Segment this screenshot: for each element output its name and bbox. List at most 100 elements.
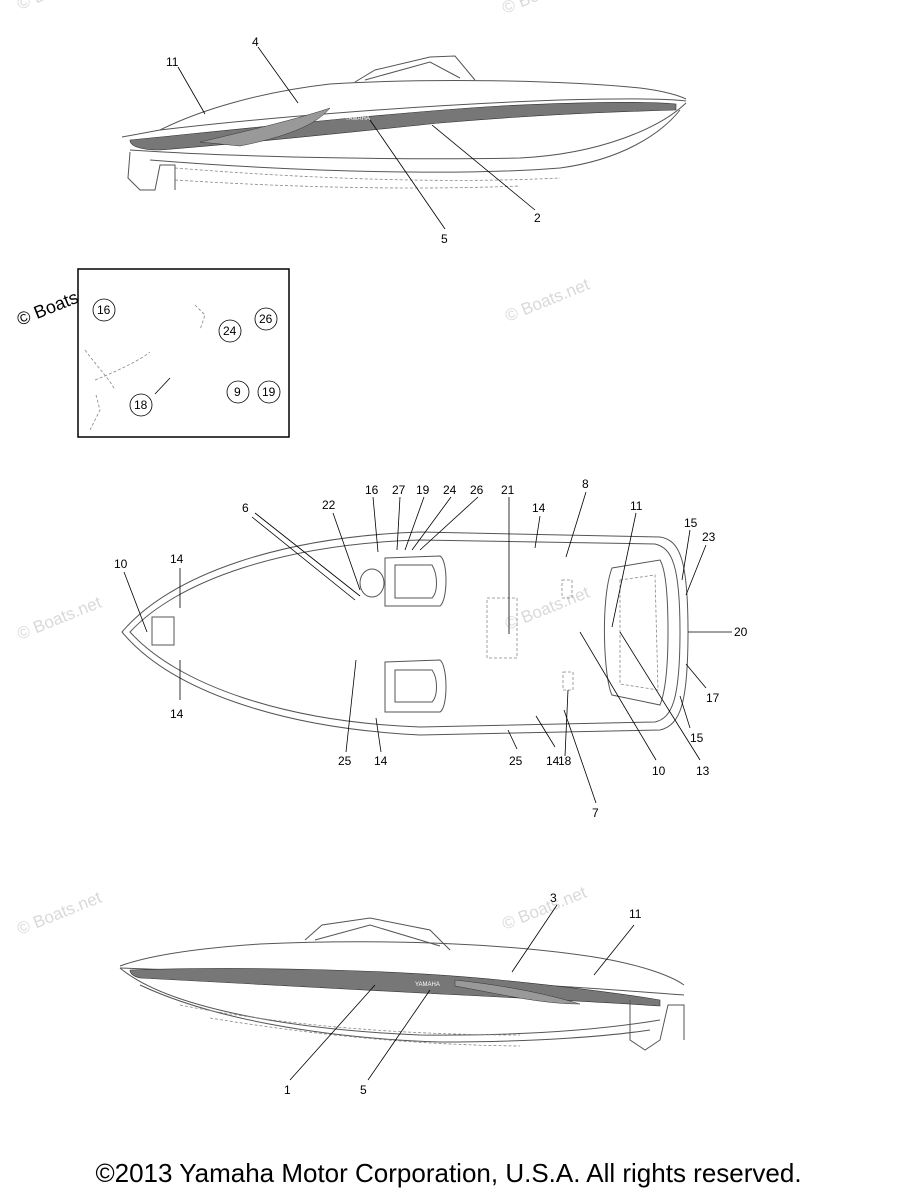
- callout-label: 9: [234, 385, 241, 399]
- callout-label: 11: [630, 499, 643, 513]
- leader-line: [507, 729, 518, 750]
- callout-label: 18: [134, 398, 148, 412]
- callout-label: 10: [652, 764, 666, 778]
- callout-label: 6: [242, 501, 249, 515]
- callout-label: 11: [166, 55, 179, 69]
- callout-label: 14: [532, 501, 546, 515]
- leader-line: [345, 659, 357, 753]
- sheer-line: [121, 98, 687, 138]
- callout-label: 14: [546, 754, 560, 768]
- callout-label: 22: [322, 498, 336, 512]
- watermark-text: © Boats.net: [502, 275, 592, 326]
- leader-line: [685, 544, 707, 596]
- callout-label: 7: [592, 806, 599, 820]
- callout-label: 17: [706, 691, 720, 705]
- bow-hatch: [151, 616, 175, 646]
- callout-label: 16: [97, 303, 111, 317]
- dash-edge: [84, 349, 116, 391]
- callout-label: 1: [284, 1083, 291, 1097]
- callout-label: 20: [734, 625, 748, 639]
- callout-label: 5: [441, 232, 448, 246]
- callout-circle: 19: [257, 380, 281, 404]
- leader-line: [593, 924, 635, 976]
- helm-console: [384, 555, 447, 607]
- callout-circle: 9: [226, 380, 250, 404]
- callout-label: 19: [416, 483, 430, 497]
- watermark-text: © Boats.net: [502, 583, 592, 634]
- leader-line: [685, 663, 707, 689]
- hull-outline: [121, 531, 689, 736]
- watermarks: © Boats.net © Boats.net © Boats.net © Bo…: [14, 0, 592, 939]
- windshield: [354, 55, 476, 83]
- watermark-text: © Boats.net: [499, 0, 589, 18]
- sun-pad: [603, 559, 669, 706]
- watermark-text: © Boats.net: [14, 593, 104, 644]
- leader-line: [619, 631, 701, 761]
- deck-line: [119, 941, 685, 986]
- leader-line: [511, 904, 558, 973]
- side-view-bottom: YAMAHA 3 11 1 5: [119, 891, 685, 1097]
- top-view: 10 14 6 22 16 27 19 24 26 21 14 8 11 15 …: [114, 477, 748, 820]
- callout-label: 15: [684, 516, 698, 530]
- callout-label: 18: [558, 754, 572, 768]
- callout-label: 10: [114, 557, 128, 571]
- leader-line: [534, 515, 541, 549]
- inset-frame: [77, 268, 290, 438]
- strake-line: [174, 167, 561, 181]
- callout-label: 8: [582, 477, 589, 491]
- leader-line: [375, 717, 382, 753]
- console-inner: [394, 564, 437, 599]
- leader-line: [579, 631, 657, 761]
- dash-edge: [94, 351, 151, 381]
- stern-drive: [127, 151, 176, 191]
- stern-drive: [629, 1000, 685, 1051]
- callout-label: 27: [392, 483, 406, 497]
- watermark-text: © Boats.net: [499, 883, 589, 934]
- strake-line: [179, 1004, 521, 1036]
- windshield: [304, 917, 451, 951]
- callout-label: 16: [365, 483, 379, 497]
- leader-line: [419, 496, 479, 551]
- callout-label: 21: [501, 483, 515, 497]
- leader-line: [367, 989, 431, 1081]
- deck-line: [159, 80, 687, 131]
- leader-line: [257, 46, 299, 104]
- callout-circle: 16: [92, 298, 116, 322]
- brand-decal: YAMAHA: [415, 982, 440, 988]
- steering-wheel: [359, 568, 385, 598]
- callout-label: 24: [223, 324, 237, 338]
- leader-line: [154, 377, 171, 395]
- leader-line: [177, 66, 206, 115]
- callout-label: 15: [690, 731, 704, 745]
- passenger-console: [384, 659, 447, 713]
- leader-line: [251, 516, 356, 601]
- callout-label: 4: [252, 35, 259, 49]
- leader-line: [404, 496, 425, 551]
- chine-line: [149, 109, 681, 173]
- callout-label: 26: [470, 483, 484, 497]
- leader-line: [611, 512, 637, 628]
- leader-line: [431, 124, 536, 211]
- callout-label: 25: [338, 754, 352, 768]
- callout-label: 13: [696, 764, 710, 778]
- watermark-text: © Boats.net: [14, 0, 104, 14]
- strake-line: [209, 1017, 521, 1047]
- callout-label: 24: [443, 483, 457, 497]
- leader-line: [289, 984, 376, 1081]
- callout-circle: 26: [254, 307, 278, 331]
- leader-line: [535, 715, 556, 748]
- strake-line: [174, 179, 521, 189]
- leader-line: [411, 496, 452, 551]
- swoosh-graphic: [454, 979, 581, 1005]
- callout-label: 19: [262, 385, 276, 399]
- callout-label: 14: [170, 707, 184, 721]
- callout-label: 23: [702, 530, 716, 544]
- leader-line: [332, 512, 361, 591]
- callout-label: 14: [170, 552, 184, 566]
- callout-label: 26: [259, 312, 273, 326]
- callout-label: 25: [509, 754, 523, 768]
- leader-line: [679, 695, 691, 729]
- leader-line: [563, 709, 597, 804]
- copyright-notice: ©2013 Yamaha Motor Corporation, U.S.A. A…: [95, 1158, 802, 1188]
